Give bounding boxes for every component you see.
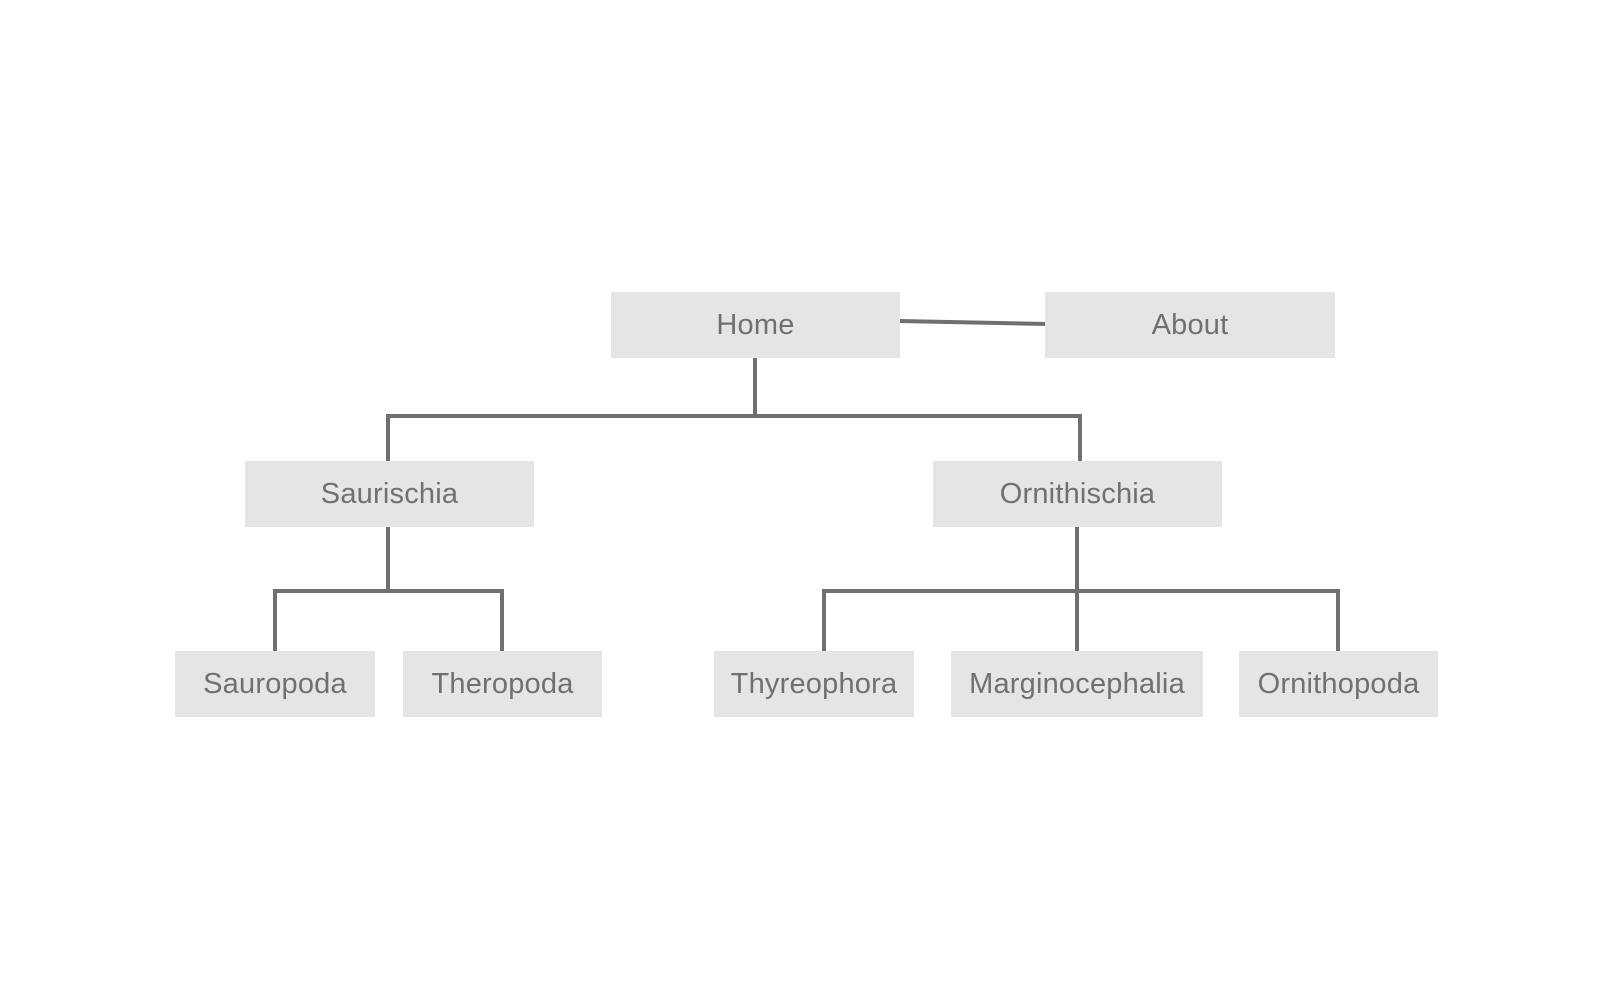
node-thyreophora[interactable]: Thyreophora [714, 651, 914, 717]
node-about[interactable]: About [1045, 292, 1335, 358]
connector-home-level1 [386, 355, 1082, 461]
node-ornithopoda[interactable]: Ornithopoda [1239, 651, 1438, 717]
connector-home-about [897, 318, 1048, 327]
node-sauropoda[interactable]: Sauropoda [175, 651, 375, 717]
node-theropoda[interactable]: Theropoda [403, 651, 602, 717]
node-home[interactable]: Home [611, 292, 900, 358]
connector-ornithischia-children [822, 525, 1340, 651]
connector-saurischia-children [273, 525, 504, 651]
node-saurischia[interactable]: Saurischia [245, 461, 534, 527]
node-ornithischia[interactable]: Ornithischia [933, 461, 1222, 527]
node-marginocephalia[interactable]: Marginocephalia [951, 651, 1203, 717]
